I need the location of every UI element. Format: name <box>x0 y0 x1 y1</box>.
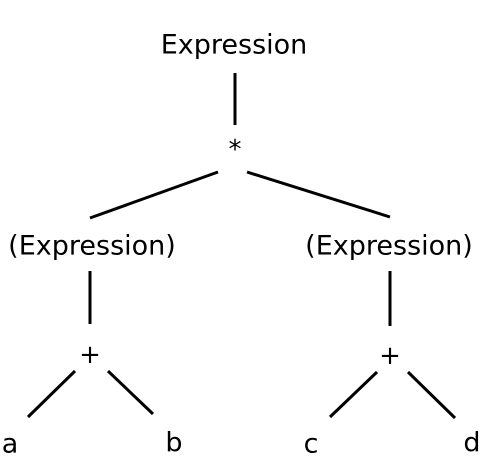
edge-right-plus-c <box>328 370 379 419</box>
right-plus-operator: + <box>379 341 401 371</box>
edge-left-plus-b <box>106 369 155 416</box>
left-expression-node: (Expression) <box>8 230 176 262</box>
leaf-c: c <box>303 428 319 460</box>
right-expression-node: (Expression) <box>305 230 473 262</box>
leaf-b: b <box>165 427 183 459</box>
root-node: Expression <box>160 29 308 61</box>
edge-right-plus-d <box>406 370 457 420</box>
leaf-d: d <box>463 427 481 459</box>
multiply-operator: * <box>228 135 242 165</box>
edge-star-left <box>89 170 219 220</box>
edge-left-plus-a <box>26 369 77 419</box>
edge-star-right <box>246 170 391 219</box>
leaf-a: a <box>1 428 19 460</box>
left-plus-operator: + <box>79 340 101 370</box>
